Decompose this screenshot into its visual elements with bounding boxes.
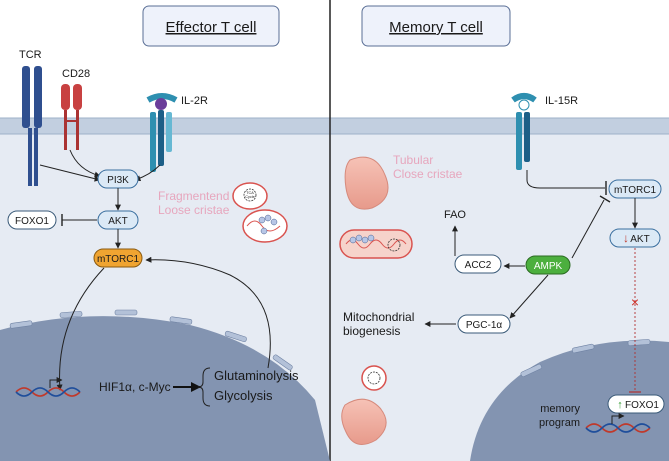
- ampk-label: AMPK: [534, 261, 563, 272]
- memory-mito-label-2: Close cristae: [393, 167, 463, 181]
- akt-down-arrow: ↓: [623, 231, 629, 245]
- nucleus-right: [470, 340, 669, 461]
- akt-node-memory: [609, 228, 661, 248]
- block-mark: ×: [631, 294, 639, 310]
- dna-right: [585, 413, 651, 433]
- mito-tubular-2: [339, 229, 413, 259]
- il2r-label: IL-2R: [181, 95, 208, 107]
- memory-title: Memory T cell: [389, 19, 483, 36]
- ampk-node: [525, 255, 571, 275]
- mito-tubular-3: [361, 365, 387, 391]
- cd28-label: CD28: [62, 68, 90, 80]
- il15r-receptor: [511, 93, 537, 170]
- memory-program-label-2: program: [539, 417, 580, 429]
- foxo1-up-arrow: ↑: [617, 399, 623, 411]
- memory-program-label-1: memory: [540, 403, 580, 415]
- acc2-node: [454, 254, 502, 274]
- dna-left: [15, 377, 81, 397]
- hif-label: HIF1α, c-Myc: [99, 380, 171, 394]
- memory-mito-label-1: Tubular: [393, 153, 433, 167]
- svg-text:TCA: TCA: [246, 191, 254, 195]
- pi3k-label: PI3K: [107, 175, 129, 186]
- effector-mito-label-1: Fragmentend: [158, 189, 229, 203]
- cd28-receptor: [61, 84, 82, 150]
- tcr-receptor: [22, 66, 42, 186]
- mtorc1-label-memory: mTORC1: [614, 185, 656, 196]
- foxo1-label-effector: FOXO1: [15, 216, 49, 227]
- nucleus-left: [0, 316, 330, 461]
- effector-title-box: [142, 5, 280, 47]
- effector-mito-label-2: Loose cristae: [158, 203, 230, 217]
- mito-tubular-4: [341, 398, 387, 445]
- akt-label-effector: AKT: [108, 216, 127, 227]
- glycolysis-label: Glycolysis: [214, 388, 273, 403]
- tcr-label: TCR: [19, 49, 42, 61]
- acc2-label: ACC2: [465, 260, 492, 271]
- mtorc1-label-effector: mTORC1: [97, 254, 139, 265]
- pgc1a-label: PGC-1α: [466, 320, 503, 331]
- akt-label-memory: AKT: [630, 234, 649, 245]
- svg-text:Cycle: Cycle: [245, 195, 255, 199]
- foxo1-node-memory: [607, 394, 665, 414]
- foxo1-label-memory: FOXO1: [625, 400, 659, 411]
- fao-label: FAO: [444, 209, 466, 221]
- mito-fragmented-1: TCA Cycle: [232, 182, 268, 210]
- memory-title-box: [361, 5, 511, 47]
- pgc1a-node: [457, 314, 511, 334]
- mito-fragmented-2: [242, 209, 288, 243]
- cell-membrane: [0, 118, 669, 134]
- effector-title: Effector T cell: [166, 19, 257, 36]
- mtorc1-node-effector: [93, 248, 143, 268]
- mito-biogenesis-label-2: biogenesis: [343, 324, 400, 338]
- mito-biogenesis-label-1: Mitochondrial: [343, 310, 414, 324]
- il15r-label: IL-15R: [545, 95, 578, 107]
- glutaminolysis-label: Glutaminolysis: [214, 368, 299, 383]
- foxo1-node-effector: [7, 210, 57, 230]
- brace: [197, 367, 211, 407]
- il2r-receptor: [146, 93, 178, 172]
- mito-tubular-1: [344, 156, 389, 210]
